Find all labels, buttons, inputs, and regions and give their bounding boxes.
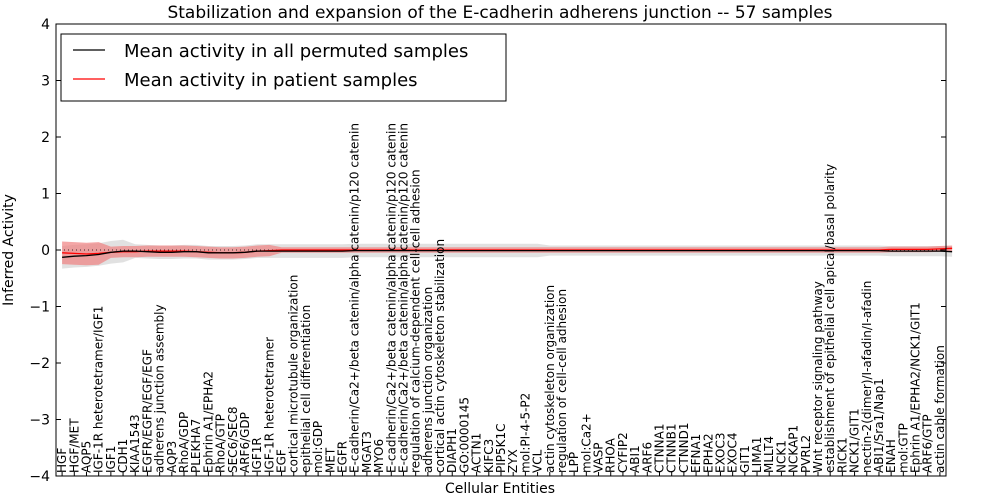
x-tick-label: MET — [323, 447, 337, 473]
y-tick-label: 1 — [41, 187, 50, 203]
x-tick-label: ACTN1 — [470, 433, 484, 473]
x-tick-label: adherens junction organization — [421, 287, 435, 473]
x-tick-label: AQP3 — [165, 441, 179, 473]
x-tick-label: actin cytoskeleton organization — [543, 285, 557, 473]
x-axis-label: Cellular Entities — [445, 481, 555, 497]
x-tick-label: ZYX — [506, 449, 520, 473]
y-tick-label: 2 — [41, 130, 50, 146]
x-tick-label: EFNA1 — [689, 434, 703, 473]
x-tick-label: HGF/MET — [67, 418, 81, 473]
x-tick-label: PVRL2 — [799, 435, 813, 473]
x-tick-label: regulation of calcium-dependent cell-cel… — [409, 169, 423, 473]
band-layer — [62, 239, 953, 269]
legend: Mean activity in all permuted samples Me… — [60, 33, 507, 102]
x-tick-label: AQP5 — [79, 441, 93, 473]
x-tick-label: mol:Ca2+ — [579, 413, 593, 473]
x-tick-label: mol:PI-4-5-P2 — [518, 393, 532, 473]
x-tick-label: NCK1/GIT1 — [848, 408, 862, 473]
x-tick-label: KIAA1543 — [128, 414, 142, 473]
x-tick-label: KIFC3 — [482, 439, 496, 473]
x-tick-label: Wnt receptor signaling pathway — [811, 281, 825, 473]
x-tick-label: RHOA — [604, 437, 618, 473]
x-tick-label: IGF1 — [104, 446, 118, 473]
x-tick-label: VCL — [531, 449, 545, 473]
x-tick-label: EGF — [275, 449, 289, 473]
x-tick-label: ARF6/GDP — [238, 412, 252, 473]
x-tick-label: GO:0000145 — [457, 397, 471, 473]
x-tick-label: CTNNB1 — [665, 423, 679, 473]
legend-label-permuted: Mean activity in all permuted samples — [124, 41, 468, 62]
x-tick-label: Ephrin A1/EPHA2 — [201, 371, 215, 473]
x-tick-label: IGF-1R heterotetramer/IGF1 — [92, 306, 106, 473]
x-tick-label: cortical actin cytoskeleton stabilizatio… — [433, 239, 447, 473]
x-tick-label: ARF6 — [640, 442, 654, 473]
x-tick-label: ENAH — [884, 439, 898, 473]
legend-label-patient: Mean activity in patient samples — [124, 70, 418, 91]
x-tick-label: DIAPH1 — [445, 428, 459, 473]
x-tick-label: GIT1 — [738, 445, 752, 473]
x-tick-label: IGF1R — [250, 437, 264, 473]
x-tick-label: actin cable formation — [933, 345, 947, 473]
y-tick-label: −4 — [29, 469, 50, 485]
x-tick-label: E-cadherin/Ca2+/beta catenin/alpha caten… — [396, 123, 410, 473]
x-tick-label: EXOC4 — [726, 433, 740, 474]
x-tick-label: LPP — [567, 452, 581, 473]
x-tick-label: establishment of epithelial cell apical/… — [823, 164, 837, 473]
x-tick-label: LIMA1 — [750, 437, 764, 473]
x-tick-label: CYFIP2 — [616, 432, 630, 473]
legend-box — [60, 33, 507, 102]
y-axis-label: Inferred Activity — [1, 194, 17, 306]
y-tick-label: 0 — [41, 243, 50, 259]
x-tick-label: CDH1 — [116, 439, 130, 473]
x-tick-label: E-cadherin/Ca2+/beta catenin/alpha caten… — [348, 123, 362, 473]
x-tick-label: mol:GTP — [896, 423, 910, 473]
x-tick-label: Ephrin A1/EPHA2/NCK1/GIT1 — [909, 302, 923, 473]
x-tick-label: CTNNA1 — [652, 423, 666, 473]
x-tick-label: cortical microtubule organization — [287, 275, 301, 473]
x-tick-label: ABI1/Sra1/Nap1 — [872, 378, 886, 473]
x-tick-label: IGF-1R heterotetramer — [262, 337, 276, 473]
x-tick-label: nectin-2(dimer)/I-afadin/I-afadin — [860, 281, 874, 473]
x-tick-label: adherens junction assembly — [153, 304, 167, 473]
y-tick-label: −3 — [29, 413, 50, 429]
x-tick-label: PLEKHA7 — [189, 419, 203, 473]
x-tick-label: EGFR/EGFR/EGF/EGF — [140, 349, 154, 473]
series-band-0 — [62, 239, 953, 269]
y-tick-label: −1 — [29, 300, 50, 316]
x-tick-label: ARF6/GTP — [921, 414, 935, 473]
chart-title: Stabilization and expansion of the E-cad… — [167, 3, 832, 23]
x-tick-label: HGF — [55, 448, 69, 473]
x-tick-label: EXOC3 — [713, 433, 727, 474]
x-tick-label: EPHA2 — [701, 433, 715, 473]
y-axis: −4 −3 −2 −1 0 1 2 3 4 — [29, 17, 946, 485]
series-band-1 — [62, 241, 953, 266]
x-tick-label: RhoA/GTP — [214, 414, 228, 473]
y-tick-label: 4 — [41, 17, 50, 33]
x-tick-label: MLLT4 — [762, 436, 776, 473]
x-tick-label: NCK1 — [774, 440, 788, 473]
x-tick-label: regulation of cell-cell adhesion — [555, 289, 569, 473]
x-tick-label: NCKAP1 — [787, 425, 801, 473]
x-tick-label: MGAT3 — [360, 431, 374, 473]
x-tick-label: EGFR — [336, 441, 350, 473]
x-tick-label: SEC6/SEC8 — [226, 407, 240, 473]
y-tick-label: −2 — [29, 356, 50, 372]
y-tick-label: 3 — [41, 74, 50, 90]
x-tick-label: CTNND1 — [677, 422, 691, 473]
x-tick-label: ABI1 — [628, 445, 642, 473]
series-line-0 — [62, 249, 953, 258]
x-tick-label: RhoA/GDP — [177, 412, 191, 473]
x-tick-label: PIP5K1C — [494, 423, 508, 473]
x-tick-label: epithelial cell differentiation — [299, 305, 313, 473]
line-layer — [56, 247, 953, 258]
x-tick-label: VASP — [592, 442, 606, 473]
x-tick-label: RICK1 — [835, 437, 849, 473]
x-tick-label: E-cadherin/Ca2+/beta catenin/alpha caten… — [384, 123, 398, 473]
x-tick-label: MYO6 — [372, 439, 386, 473]
x-tick-label: mol:GDP — [311, 421, 325, 473]
